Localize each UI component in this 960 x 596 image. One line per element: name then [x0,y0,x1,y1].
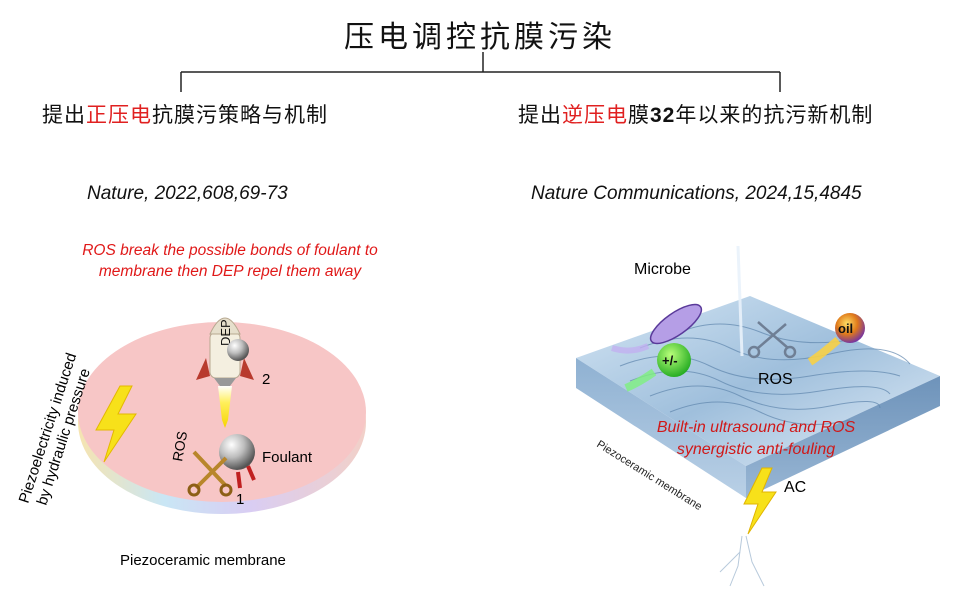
step-2-label: 2 [262,371,270,388]
charge-label: +/- [662,353,678,368]
left-citation: Nature, 2022,608,69-73 [87,183,288,204]
page-title: 压电调控抗膜污染 [344,20,616,55]
right-heading-mid: 膜 [628,103,650,127]
left-heading: 提出正压电抗膜污策略与机制 [42,99,328,129]
right-note-line2: synergistic anti-fouling [677,441,835,458]
lightning-icon [743,467,777,535]
left-note-line2: membrane then DEP repel them away [98,263,362,280]
microbe-label: Microbe [634,261,691,278]
oil-ball-icon [835,313,865,343]
right-heading: 提出逆压电膜32年以来的抗污新机制 [518,99,873,129]
tree-bracket [180,52,781,92]
right-heading-bold: 32 [650,104,676,127]
microbe-trail [611,343,650,354]
right-heading-highlight: 逆压电 [562,103,628,127]
charge-trail [624,368,657,392]
oil-trail [807,336,841,366]
microbe-icon [649,303,703,345]
left-note-line1: ROS break the possible bonds of foulant … [82,242,378,259]
bond-mark [236,471,242,489]
right-note-line1: Built-in ultrasound and ROS [657,419,856,436]
step-1-label: 1 [236,491,244,508]
left-heading-prefix: 提出 [42,103,86,127]
rocket-icon: DEP [196,317,254,428]
left-ros-label: ROS [169,430,190,463]
scissors-icon [747,321,797,359]
right-heading-prefix: 提出 [518,103,562,127]
ac-label: AC [784,479,806,496]
foulant-ball-small [227,339,249,361]
foulant-label: Foulant [262,449,313,466]
scissors-icon [187,450,233,497]
right-heading-suffix: 年以来的抗污新机制 [675,103,874,127]
right-citation: Nature Communications, 2024,15,4845 [531,183,862,204]
dep-label: DEP [218,319,233,346]
membrane-block-right [746,376,940,498]
lightning-icon [95,385,137,463]
left-diagram: DEP 2 Foulant ROS 1 Piezoelectricity ind… [16,317,366,569]
left-heading-suffix: 抗膜污策略与机制 [152,103,328,127]
discharge-lines [719,535,765,587]
oil-label: oil [838,321,853,336]
foulant-ball [219,434,255,470]
membrane-block-left [576,358,746,498]
left-heading-highlight: 正压电 [86,103,152,127]
bond-mark [246,465,256,481]
left-membrane-label: Piezoceramic membrane [120,552,286,569]
charge-ball-icon [657,343,691,377]
right-ros-label: ROS [758,371,793,388]
left-note: ROS break the possible bonds of foulant … [30,240,430,282]
right-diagram: Microbe +/- oil ROS Built-in ultrasound … [576,245,940,587]
light-streak [736,245,744,357]
